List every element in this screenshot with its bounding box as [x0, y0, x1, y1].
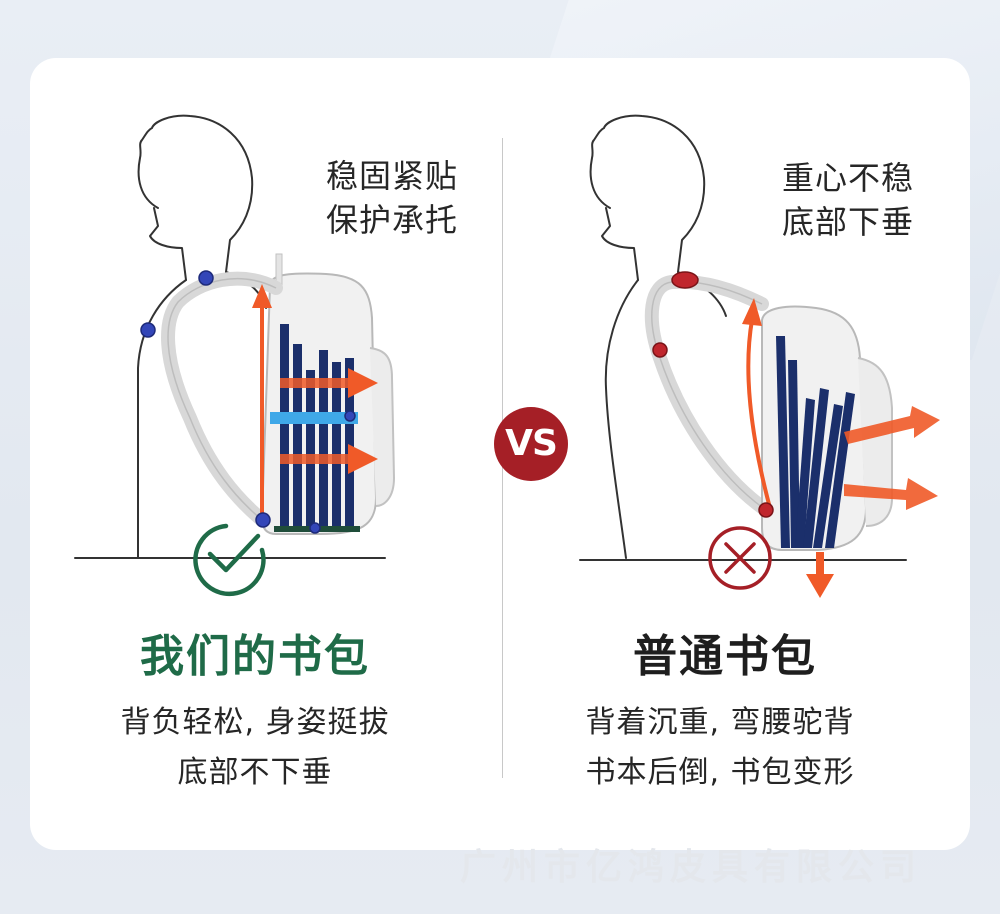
caption-line: 底部下垂 — [782, 203, 915, 241]
support-arrows — [252, 284, 378, 518]
vs-badge: VS — [494, 407, 568, 481]
description-line: 背着沉重, 弯腰驼背 — [585, 705, 855, 740]
our-backpack-illustration — [74, 114, 396, 597]
check-circle-icon — [193, 523, 266, 597]
ordinary-backpack-panel: 重心不稳 底部下垂 普通书包 背着沉重, 弯腰驼背 书本后倒, 书包变形 — [500, 58, 970, 850]
description-line: 底部不下垂 — [177, 755, 333, 790]
caption-line: 稳固紧贴 — [326, 157, 459, 195]
ordinary-backpack-caption: 重心不稳 底部下垂 — [782, 156, 914, 244]
comparison-card: 稳固紧贴 保护承托 我们的书包 背负轻松, 身姿挺拔 底部不下垂 — [30, 58, 970, 850]
company-watermark: 广州市亿鸿皮具有限公司 — [460, 847, 923, 888]
pressure-points — [652, 271, 774, 518]
description-line: 书本后倒, 书包变形 — [585, 755, 855, 790]
strap-anchor-points — [140, 270, 356, 534]
shoulder-strap-outline — [167, 277, 277, 521]
shoulder-strap-outline — [651, 280, 767, 511]
strain-arrows — [742, 298, 940, 598]
description-line: 背负轻松, 身姿挺拔 — [120, 705, 390, 740]
caption-line: 保护承托 — [326, 201, 459, 239]
our-backpack-caption: 稳固紧贴 保护承托 — [326, 154, 458, 242]
shoulder-strap — [161, 271, 283, 527]
person-figure — [74, 114, 386, 559]
chest-band — [270, 412, 358, 424]
ordinary-backpack-title: 普通书包 — [633, 631, 817, 682]
ordinary-backpack-illustration — [579, 114, 940, 598]
caption-line: 重心不稳 — [782, 159, 915, 197]
our-backpack-description: 背负轻松, 身姿挺拔 底部不下垂 — [20, 698, 490, 798]
ordinary-backpack-description: 背着沉重, 弯腰驼背 书本后倒, 书包变形 — [485, 698, 955, 798]
cross-circle-icon — [708, 526, 772, 590]
our-backpack-panel: 稳固紧贴 保护承托 我们的书包 背负轻松, 身姿挺拔 底部不下垂 — [30, 58, 500, 850]
books-stack — [776, 336, 855, 548]
our-backpack-title: 我们的书包 — [140, 631, 370, 682]
